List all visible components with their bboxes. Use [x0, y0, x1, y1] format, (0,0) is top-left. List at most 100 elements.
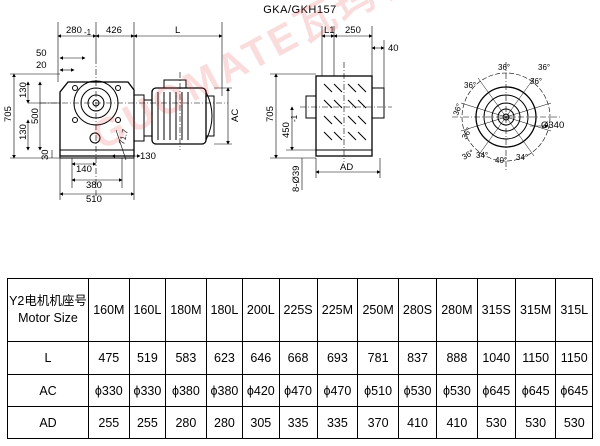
table-cell: 255	[128, 406, 167, 439]
table-cell: 410	[397, 406, 438, 439]
angle-36-f: 36°	[461, 148, 476, 162]
dim-140: 140	[76, 164, 92, 175]
dim-130-mid: 130	[18, 124, 29, 140]
dim-450-tolerance: -1	[290, 114, 299, 122]
size-cell: 225S	[278, 278, 318, 342]
dim-L1: L1	[324, 25, 335, 36]
table-row: AD 255 255 280 280 305 335 335 370 410 4…	[7, 406, 593, 439]
dim-280-tolerance: -1	[84, 28, 92, 37]
angle-34-a: 34°	[476, 151, 488, 160]
size-cell: 280M	[436, 278, 478, 342]
table-cell: ϕ330	[88, 374, 130, 407]
table-cell: ϕ470	[278, 374, 318, 407]
angle-36-e: 36°	[460, 126, 474, 141]
table-cell: 1040	[476, 341, 516, 375]
side-dim-705: 705	[265, 106, 276, 122]
angle-36-g: 36°	[538, 63, 550, 72]
table-cell: 255	[88, 406, 130, 439]
table-cell: 475	[88, 341, 130, 375]
motor-size-table: Y2电机机座号 Motor Size 160M 160L 180M 180L 2…	[7, 278, 593, 439]
side-view	[270, 26, 392, 190]
table-row: L 475 519 583 623 646 668 693 781 837 88…	[7, 341, 593, 375]
table-cell: 280	[165, 406, 207, 439]
dim-380: 380	[86, 180, 102, 191]
dim-130-top: 130	[18, 82, 29, 98]
dim-d340: Ø340	[541, 120, 564, 131]
header-chinese: Y2电机机座号	[9, 294, 87, 308]
size-cell: 315L	[555, 278, 593, 342]
table-cell: ϕ380	[165, 374, 207, 407]
dim-426: 426	[106, 25, 122, 36]
dim-40: 40	[388, 43, 399, 54]
table-cell: 280	[205, 406, 244, 439]
dim-450: 450	[281, 122, 292, 138]
size-cell: 280S	[397, 278, 438, 342]
dim-20: 20	[36, 60, 47, 71]
table-cell: ϕ645	[514, 374, 557, 407]
table-cell: 646	[242, 341, 280, 375]
size-cell: 180L	[205, 278, 244, 342]
size-cell: 315S	[476, 278, 516, 342]
table-cell: ϕ645	[555, 374, 593, 407]
size-cell: 160L	[128, 278, 167, 342]
table-cell: 410	[436, 406, 478, 439]
table-cell: 1150	[514, 341, 557, 375]
drawing-title: GKA/GKH157	[263, 4, 337, 16]
dim-50: 50	[36, 48, 47, 59]
angle-36-d: 36°	[451, 102, 464, 116]
dim-280: 280	[66, 25, 82, 36]
table-cell: ϕ380	[205, 374, 244, 407]
table-cell: 335	[316, 406, 359, 439]
table-header-label: Y2电机机座号 Motor Size	[7, 278, 89, 342]
dim-130-bottom: 130	[140, 151, 156, 162]
angle-36-a: 36°	[464, 81, 476, 90]
table-cell: 335	[278, 406, 318, 439]
angle-36-c: 36°	[530, 77, 542, 86]
table-cell: 693	[316, 341, 359, 375]
dim-500: 500	[30, 108, 41, 124]
table-cell: 837	[397, 341, 438, 375]
flange-view	[452, 62, 560, 172]
dim-510: 510	[86, 194, 102, 205]
size-cell: 160M	[88, 278, 130, 342]
table-cell: 888	[436, 341, 478, 375]
header-english: Motor Size	[18, 311, 78, 325]
front-view	[10, 22, 232, 200]
table-cell: 370	[357, 406, 399, 439]
dim-AD: AD	[340, 162, 353, 173]
size-cell: 180M	[165, 278, 207, 342]
table-cell: 519	[128, 341, 167, 375]
table-cell: ϕ645	[476, 374, 516, 407]
table-header-row: Y2电机机座号 Motor Size 160M 160L 180M 180L 2…	[7, 278, 593, 342]
table-cell: ϕ530	[436, 374, 478, 407]
dim-30: 30	[40, 149, 51, 160]
table-cell: ϕ510	[357, 374, 399, 407]
size-cell: 225M	[316, 278, 359, 342]
table-cell: ϕ330	[128, 374, 167, 407]
table-cell: 305	[242, 406, 280, 439]
table-cell: 623	[205, 341, 244, 375]
angle-36-b: 36°	[498, 63, 510, 72]
table-cell: ϕ470	[316, 374, 359, 407]
dim-L: L	[175, 25, 180, 36]
table-cell: 583	[165, 341, 207, 375]
table-cell: ϕ420	[242, 374, 280, 407]
technical-drawing: 280 -1 426 L 50 20 705 130 500 130 30 AC…	[3, 22, 564, 205]
table-cell: 530	[476, 406, 516, 439]
size-cell: 200L	[242, 278, 280, 342]
table-cell: 668	[278, 341, 318, 375]
table-cell: 530	[514, 406, 557, 439]
size-cell: 250M	[357, 278, 399, 342]
dim-AC: AC	[230, 109, 241, 122]
dim-8x39: 8-Ø39	[291, 166, 302, 192]
row-label: AC	[7, 374, 89, 407]
row-label: L	[7, 341, 89, 375]
angle-40: 40°	[495, 156, 507, 165]
table-row: AC ϕ330 ϕ330 ϕ380 ϕ380 ϕ420 ϕ470 ϕ470 ϕ5…	[7, 374, 593, 407]
table-cell: 781	[357, 341, 399, 375]
size-cell: 315M	[514, 278, 557, 342]
table-cell: 1150	[555, 341, 593, 375]
table-cell: 530	[555, 406, 593, 439]
angle-34-b: 34°	[516, 153, 528, 162]
dim-705: 705	[3, 106, 14, 122]
